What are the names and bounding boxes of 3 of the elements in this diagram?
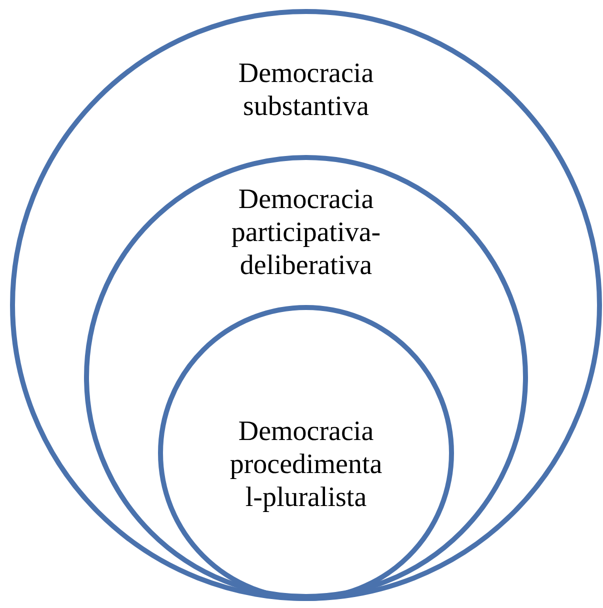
circle-label: Democracia substantiva [237, 57, 375, 123]
circle-label: Democracia participativa-deliberativa [230, 183, 382, 282]
circle-label: Democracia procedimenta l-pluralista [228, 415, 384, 514]
